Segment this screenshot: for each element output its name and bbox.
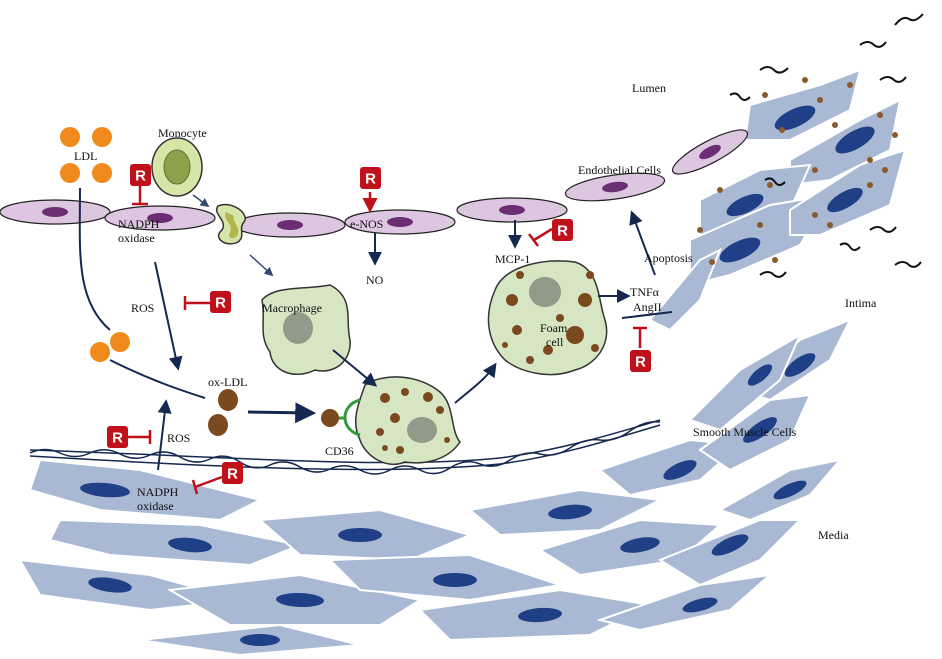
r-badge-mcp1: R: [552, 219, 573, 241]
cd36-label: CD36: [325, 444, 354, 458]
lumen-label: Lumen: [632, 81, 666, 95]
macrophage: [261, 284, 351, 375]
smooth-muscle-cells-label: Smooth Muscle Cells: [693, 425, 797, 439]
mcp1-label: MCP-1: [495, 252, 530, 266]
nadph-top-label: NADPH: [118, 217, 160, 231]
foam-label: Foam: [540, 321, 568, 335]
membrane-fragments: [729, 13, 924, 278]
tnf-label: TNFα: [630, 285, 660, 299]
ros-lower-label: ROS: [167, 431, 190, 445]
ldl-label: LDL: [74, 149, 97, 163]
r-badge-enos: R: [360, 167, 381, 189]
ox-ldl-particles: [208, 389, 238, 436]
endothelial-nuclei: [42, 144, 721, 230]
foam-cell: [487, 260, 608, 376]
svg-text:R: R: [135, 168, 146, 185]
cell-label: cell: [546, 335, 564, 349]
monocyte-arrows: [192, 194, 274, 277]
ldl-particles: [60, 127, 130, 362]
angii-label: AngII: [633, 300, 662, 314]
inhibitor-badges: R R R R R R R: [107, 164, 651, 484]
endothelial-cells-label: Endothelial Cells: [578, 163, 661, 177]
detaching-endothelial-cells: [648, 68, 907, 332]
macrophage-label: Macrophage: [262, 301, 322, 315]
monocyte: [151, 137, 203, 197]
no-label: NO: [366, 273, 384, 287]
r-badge-nadph-bottom: R: [222, 462, 243, 484]
detaching-endothelial-nuclei: [719, 105, 875, 263]
r-badge-nadph-top: R: [130, 164, 151, 186]
cd36-receptor: [321, 398, 361, 437]
svg-text:R: R: [215, 295, 226, 312]
enos-label: e-NOS: [350, 217, 383, 231]
labels: Lumen Intima Media Endothelial Cells Smo…: [74, 81, 877, 542]
apoptosis-label: Apoptosis: [644, 251, 693, 265]
r-badge-tnf: R: [630, 350, 651, 372]
r-badge-ros-lower: R: [107, 426, 128, 448]
r-badge-ros-upper: R: [210, 291, 231, 313]
svg-text:R: R: [635, 354, 646, 371]
ros-upper-label: ROS: [131, 301, 154, 315]
pathway-arrows: [78, 187, 656, 471]
inhibitors: [128, 186, 647, 495]
media-label: Media: [818, 528, 849, 542]
smooth-muscle-nuclei: [80, 353, 816, 646]
lipid-laden-macrophage: [355, 376, 461, 465]
oxidase-bottom-label: oxidase: [137, 499, 174, 513]
ox-ldl-label: ox-LDL: [208, 375, 247, 389]
tnf-angii-underline: [621, 311, 673, 319]
oxidase-top-label: oxidase: [118, 231, 155, 245]
nadph-bottom-label: NADPH: [137, 485, 179, 499]
monocyte-label: Monocyte: [158, 126, 207, 140]
svg-text:R: R: [227, 466, 238, 483]
svg-text:R: R: [557, 223, 568, 240]
apoptotic-bodies: [697, 77, 898, 265]
svg-text:R: R: [365, 171, 376, 188]
intima-label: Intima: [845, 296, 877, 310]
transmigrating-monocyte: [215, 203, 246, 245]
svg-text:R: R: [112, 430, 123, 447]
